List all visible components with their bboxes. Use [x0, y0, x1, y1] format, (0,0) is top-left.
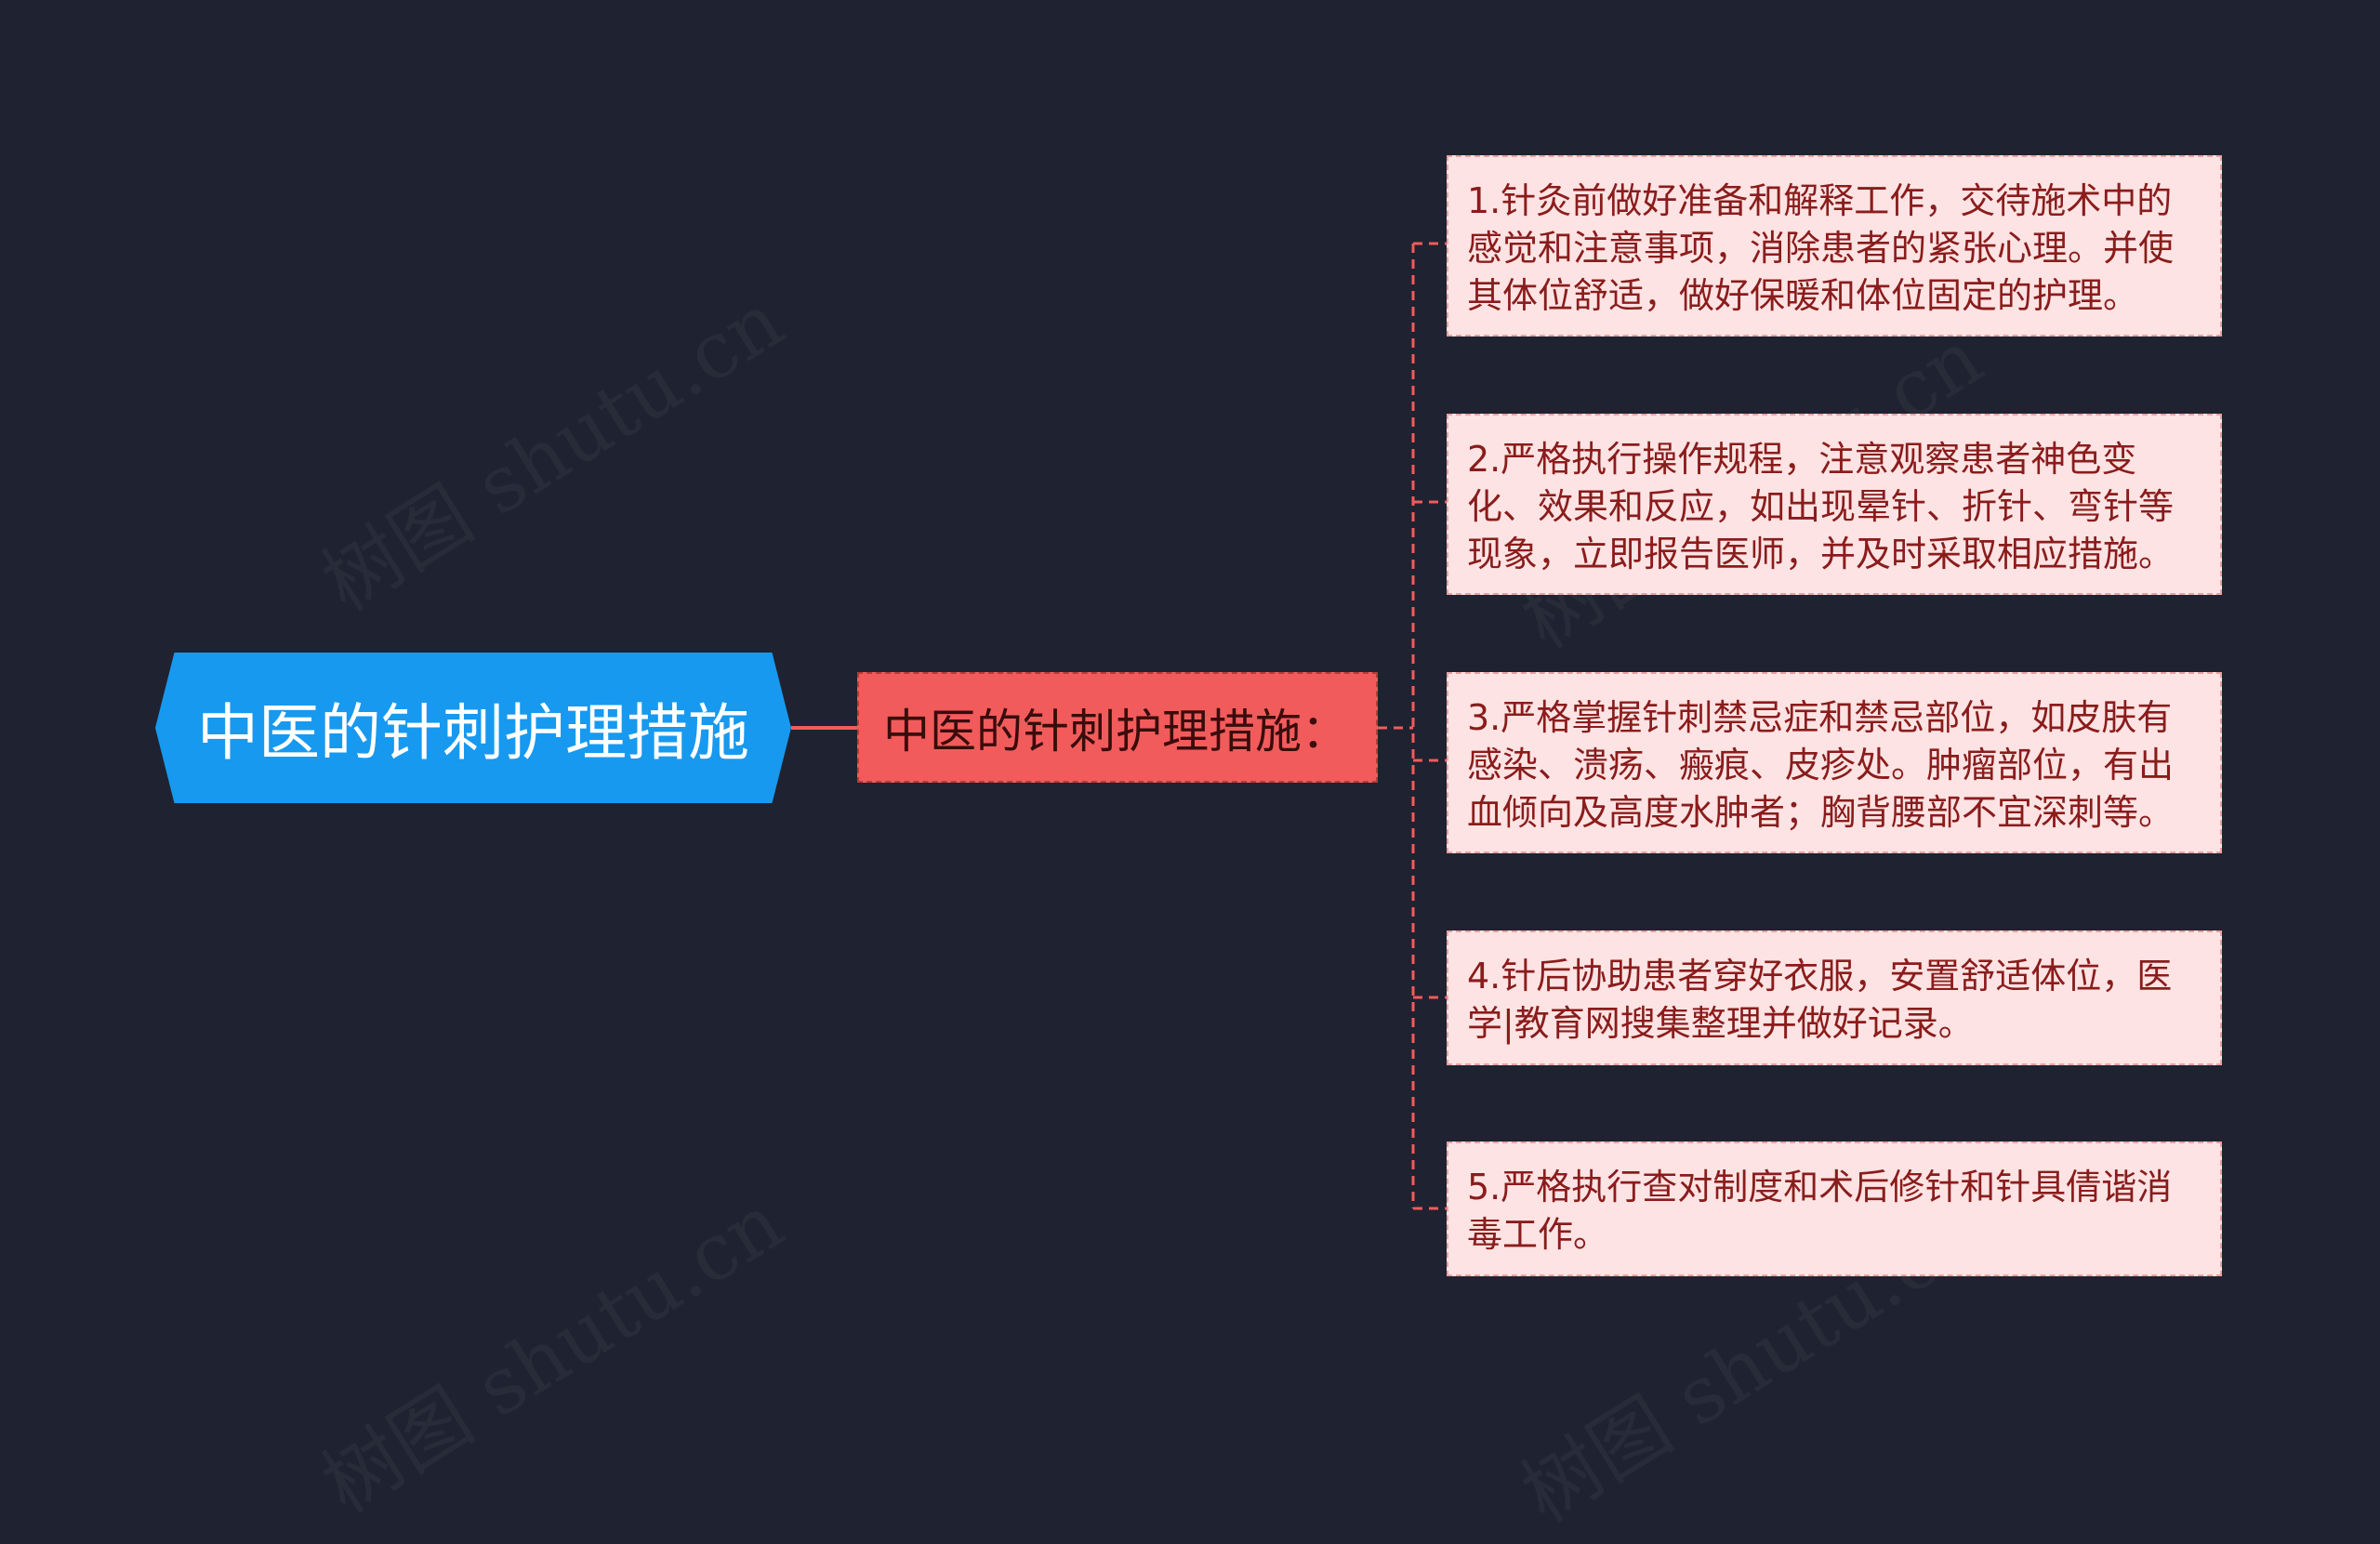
leaf-topic-label: 5.严格执行查对制度和术后修针和针具倩谐消毒工作。 [1467, 1167, 2173, 1255]
leaf-topic-node[interactable]: 3.严格掌握针刺禁忌症和禁忌部位，如皮肤有感染、溃疡、瘢痕、皮疹处。肿瘤部位，有… [1447, 672, 2222, 853]
leaf-topic-node[interactable]: 2.严格执行操作规程，注意观察患者神色变化、效果和反应，如出现晕针、折针、弯针等… [1447, 414, 2222, 595]
leaf-topic-label: 2.严格执行操作规程，注意观察患者神色变化、效果和反应，如出现晕针、折针、弯针等… [1467, 439, 2175, 574]
connector-lines [791, 242, 1447, 1210]
leaf-topic-node[interactable]: 1.针灸前做好准备和解释工作，交待施术中的感觉和注意事项，消除患者的紧张心理。并… [1447, 155, 2222, 337]
branch-topic-node[interactable]: 中医的针刺护理措施： [857, 672, 1378, 783]
branch-topic-label: 中医的针刺护理措施： [883, 704, 1348, 759]
root-topic-label: 中医的针刺护理措施 [197, 697, 749, 769]
leaf-topic-node[interactable]: 4.针后协助患者穿好衣服，安置舒适体位，医学|教育网搜集整理并做好记录。 [1447, 930, 2222, 1065]
leaf-topic-label: 1.针灸前做好准备和解释工作，交待施术中的感觉和注意事项，消除患者的紧张心理。并… [1467, 180, 2175, 316]
leaf-topic-label: 3.严格掌握针刺禁忌症和禁忌部位，如皮肤有感染、溃疡、瘢痕、皮疹处。肿瘤部位，有… [1467, 697, 2175, 833]
leaf-topic-label: 4.针后协助患者穿好衣服，安置舒适体位，医学|教育网搜集整理并做好记录。 [1467, 956, 2173, 1044]
root-topic-node[interactable]: 中医的针刺护理措施 [155, 653, 791, 803]
leaf-topic-node[interactable]: 5.严格执行查对制度和术后修针和针具倩谐消毒工作。 [1447, 1142, 2222, 1276]
